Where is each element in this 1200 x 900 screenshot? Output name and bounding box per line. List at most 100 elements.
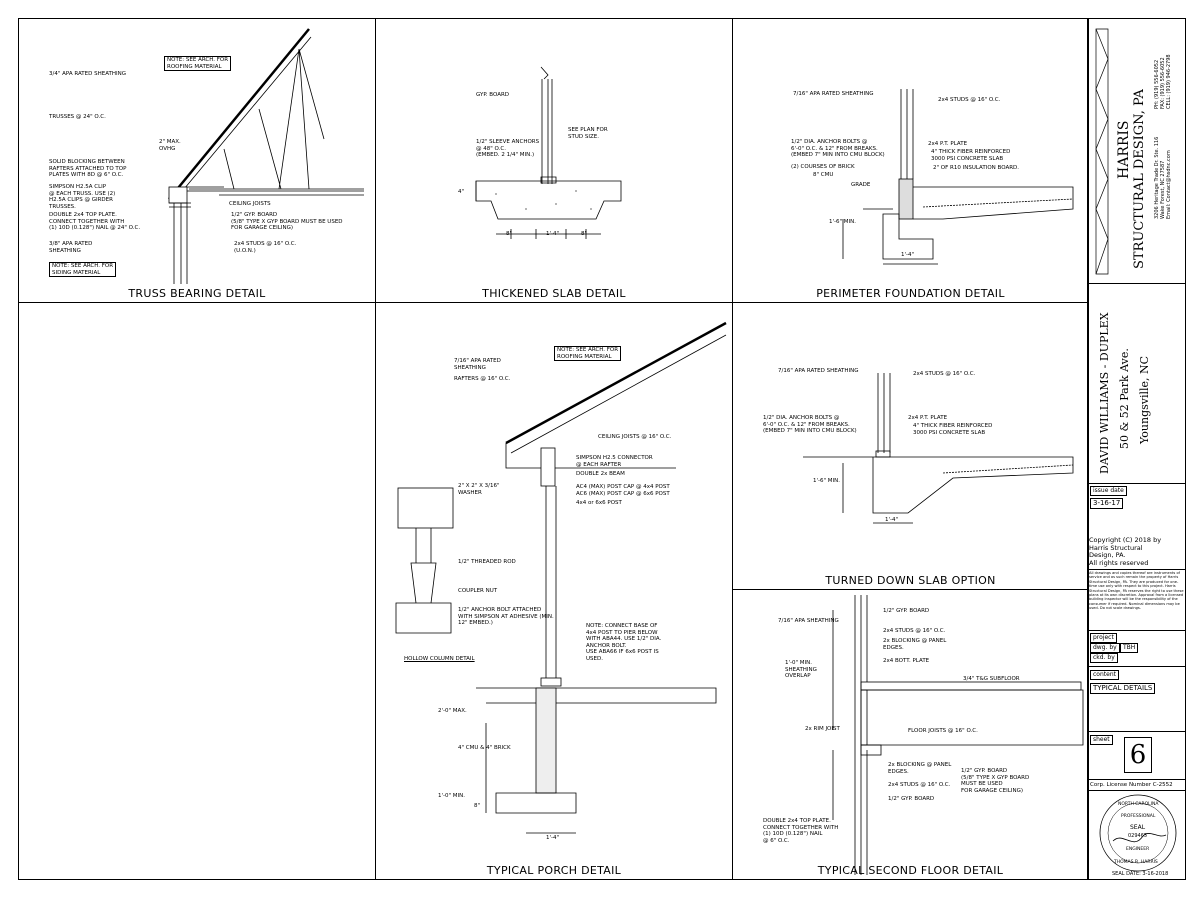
project-line3: Youngsville, NC <box>1138 355 1151 444</box>
thick-dim-4: 4" <box>458 189 465 195</box>
truss-note-top-plate: DOUBLE 2x4 TOP PLATE. CONNECT TOGETHER W… <box>49 212 141 231</box>
truss-note-roofing: NOTE: SEE ARCH. FOR ROOFING MATERIAL <box>164 56 232 71</box>
perim-note-plate: 2x4 P.T. PLATE <box>928 141 968 147</box>
second-note-overlap: 1'-0" MIN. SHEATHING OVERLAP <box>785 660 817 679</box>
turned-note-anchor: 1/2" DIA. ANCHOR BOLTS @ 6'-0" O.C. & 12… <box>763 415 857 434</box>
second-note-gyp-bottom: 1/2" GYP. BOARD <box>888 796 935 802</box>
dwg-by-label: dwg. by <box>1090 643 1120 653</box>
second-floor-drawing <box>832 595 1084 875</box>
turned-dim-width: 1'-4" <box>885 517 899 523</box>
second-note-top-plate: DOUBLE 2x4 TOP PLATE. CONNECT TOGETHER W… <box>763 818 839 844</box>
perim-note-anchor: 1/2" DIA. ANCHOR BOLTS @ 6'-0" O.C. & 12… <box>791 139 885 158</box>
divider-6 <box>1088 790 1185 791</box>
porch-dim-max: 2'-0" MAX. <box>438 708 467 714</box>
seal-date: SEAL DATE: 3-16-2018 <box>1112 871 1169 877</box>
perim-dim-width: 1'-4" <box>901 252 915 258</box>
truss-note-trusses: TRUSSES @ 24" O.C. <box>49 114 106 120</box>
thick-note-anchors: 1/2" SLEEVE ANCHORS @ 48" O.C. (EMBED. 2… <box>476 139 540 158</box>
truss-note-studs: 2x4 STUDS @ 16" O.C. (U.O.N.) <box>234 241 297 254</box>
corp-license: Corp. License Number C-2552 <box>1090 782 1173 788</box>
perim-note-studs: 2x4 STUDS @ 16" O.C. <box>938 97 1001 103</box>
seal-engineer: ENGINEER <box>1126 847 1150 852</box>
thickened-slab-drawing <box>475 66 622 239</box>
seal-professional: PROFESSIONAL <box>1121 814 1156 819</box>
turned-dim-min: 1'-6" MIN. <box>813 478 841 484</box>
second-note-sheathing: 7/16" APA SHEATHING <box>778 618 839 624</box>
thick-note-see-plan: SEE PLAN FOR STUD SIZE. <box>568 127 608 140</box>
firm-name-line1: HARRIS <box>1116 120 1132 179</box>
seal-word: SEAL <box>1130 824 1146 831</box>
issue-date-label: issue date <box>1090 486 1127 496</box>
porch-panel: NOTE: SEE ARCH. FOR ROOFING MATERIAL 7/1… <box>375 302 733 880</box>
firm-name-line2: STRUCTURAL DESIGN, PA <box>1132 89 1147 269</box>
perim-note-cmu: 8" CMU <box>813 172 834 178</box>
thick-dim-8b: 8" <box>581 231 588 237</box>
porch-note-beam: DOUBLE 2x BEAM <box>576 471 625 477</box>
blank-panel <box>18 302 376 880</box>
porch-dim-1-4: 1'-4" <box>546 835 560 841</box>
second-note-gyp-top: 1/2" GYP. BOARD <box>883 608 930 614</box>
porch-drawing <box>395 321 727 834</box>
second-note-joists: FLOOR JOISTS @ 16" O.C. <box>908 728 978 734</box>
truss-logo <box>1095 28 1109 275</box>
truss-note-gyp: 1/2" GYP. BOARD (5/8" TYPE X GYP BOARD M… <box>231 212 343 231</box>
second-note-rim: 2x RIM JOIST <box>805 726 840 732</box>
turned-note-sheathing: 7/16" APA RATED SHEATHING <box>778 368 859 374</box>
sheet-number: 6 <box>1124 737 1152 773</box>
second-note-gyp-type-x: 1/2" GYP. BOARD (5/8" TYPE X GYP BOARD M… <box>961 768 1030 794</box>
porch-dim-8: 8" <box>474 803 481 809</box>
firm-phones: PH: (919) 556-6052 FAX: (919) 556-6052 C… <box>1154 54 1172 109</box>
divider-3 <box>1088 666 1185 667</box>
truss-note-overhang: 2" MAX. OVHG <box>159 139 181 152</box>
thick-dim-8a: 8" <box>506 231 513 237</box>
second-note-studs-bottom: 2x4 STUDS @ 16" O.C. <box>888 782 951 788</box>
truss-bearing-title: TRUSS BEARING DETAIL <box>128 287 266 300</box>
project-label: project <box>1090 633 1117 643</box>
perim-dim-min: 1'-6" MIN. <box>829 219 857 225</box>
project-line2: 50 & 52 Park Ave. <box>1118 348 1131 449</box>
turned-slab-panel: 7/16" APA RATED SHEATHING 2x4 STUDS @ 16… <box>732 302 1089 590</box>
divider-5 <box>1088 779 1185 780</box>
porch-title: TYPICAL PORCH DETAIL <box>486 864 622 877</box>
porch-note-simpson: SIMPSON H2.5 CONNECTOR @ EACH RAFTER <box>576 455 653 468</box>
porch-note-ceiling: CEILING JOISTS @ 16" O.C. <box>598 434 672 440</box>
second-floor-panel: 7/16" APA SHEATHING 1/2" GYP. BOARD 2x4 … <box>732 589 1089 880</box>
porch-dim-min: 1'-0" MIN. <box>438 793 466 799</box>
content-label: content <box>1090 670 1119 680</box>
perim-note-slab: 4" THICK FIBER REINFORCED 3000 PSI CONCR… <box>931 149 1011 162</box>
porch-note-post: 4x4 or 6x6 POST <box>576 500 622 506</box>
turned-note-plate: 2x4 P.T. PLATE <box>908 415 948 421</box>
truss-note-blocking: SOLID BLOCKING BETWEEN RAFTERS ATTACHED … <box>49 159 127 178</box>
porch-note-roofing: NOTE: SEE ARCH. FOR ROOFING MATERIAL <box>554 346 622 361</box>
copyright: Copyright (C) 2018 by Harris Structural … <box>1089 536 1162 567</box>
porch-note-sheathing: 7/16" APA RATED SHEATHING <box>454 358 501 371</box>
truss-note-apa: 3/8" APA RATED SHEATHING <box>49 241 93 254</box>
perim-note-sheathing: 7/16" APA RATED SHEATHING <box>793 91 874 97</box>
truss-note-sheathing: 3/4" APA RATED SHEATHING <box>49 71 127 77</box>
turned-note-studs: 2x4 STUDS @ 16" O.C. <box>913 371 976 377</box>
seal-number: 029465 <box>1128 833 1148 839</box>
truss-note-siding: NOTE: SEE ARCH. FOR SIDING MATERIAL <box>49 262 117 277</box>
thick-dim-1-4: 1'-4" <box>546 231 560 237</box>
perim-note-grade: GRADE <box>851 182 871 188</box>
seal-state: NORTH CAROLINA <box>1118 802 1159 807</box>
porch-note-anchor: 1/2" ANCHOR BOLT ATTACHED WITH SIMPSON A… <box>458 607 554 626</box>
porch-note-rod: 1/2" THREADED ROD <box>458 559 516 565</box>
content-value: TYPICAL DETAILS <box>1090 683 1156 694</box>
perimeter-foundation-panel: 7/16" APA RATED SHEATHING 2x4 STUDS @ 16… <box>732 18 1089 303</box>
thickened-slab-title: THICKENED SLAB DETAIL <box>482 287 626 300</box>
porch-note-cmu: 4" CMU & 4" BRICK <box>458 745 511 751</box>
porch-note-coupler: COUPLER NUT <box>458 588 498 594</box>
project-cell: DAVID WILLIAMS - DUPLEX 50 & 52 Park Ave… <box>1088 284 1185 484</box>
perim-note-brick: (2) COURSES OF BRICK <box>791 164 855 170</box>
ckd-by-label: ckd. by <box>1090 653 1118 663</box>
dwg-by-value: TBH <box>1120 643 1139 653</box>
second-note-studs-top: 2x4 STUDS @ 16" O.C. <box>883 628 946 634</box>
perimeter-foundation-title: PERIMETER FOUNDATION DETAIL <box>816 287 1005 300</box>
perimeter-foundation-drawing <box>842 89 1074 265</box>
divider-1 <box>1088 569 1185 570</box>
porch-note-postcap: AC4 (MAX) POST CAP @ 4x4 POST AC6 (MAX) … <box>576 484 670 497</box>
disclaimer: All drawings and copies thereof are inst… <box>1089 571 1184 611</box>
divider-4 <box>1088 731 1185 732</box>
